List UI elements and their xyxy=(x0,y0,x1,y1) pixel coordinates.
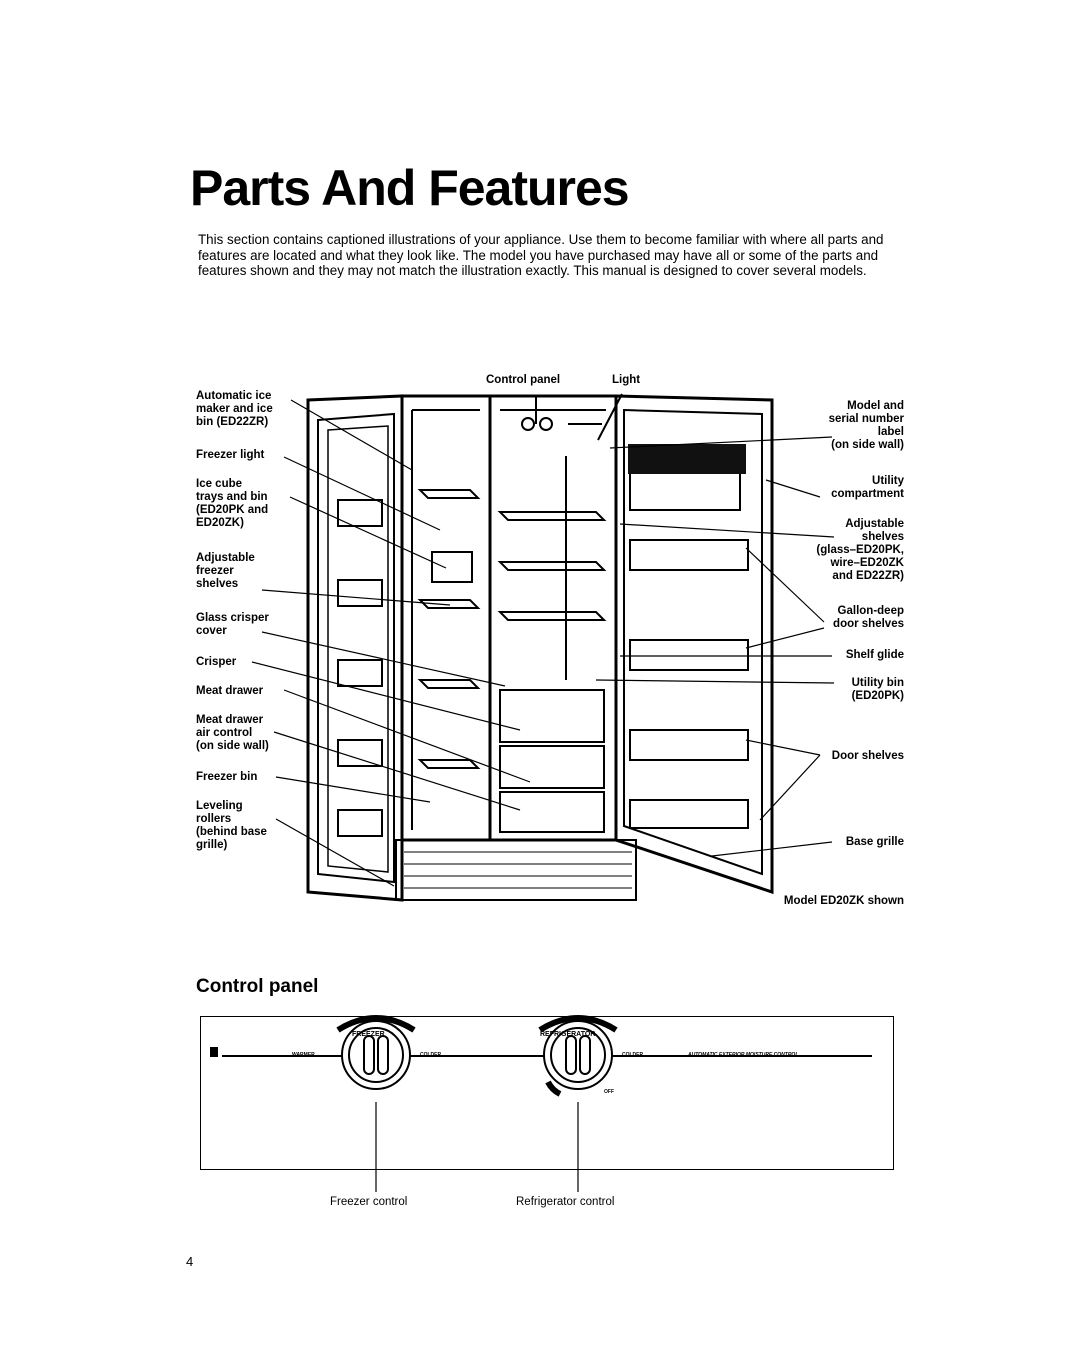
off-label: OFF xyxy=(604,1089,614,1095)
label-utility-bin: Utility bin (ED20PK) xyxy=(851,677,904,702)
colder-label: COLDER xyxy=(420,1052,442,1058)
control-panel-heading: Control panel xyxy=(196,976,319,997)
label-door-shelves: Door shelves xyxy=(831,750,904,762)
label-freezer-bin: Freezer bin xyxy=(196,771,258,783)
page-number: 4 xyxy=(186,1254,194,1269)
label-light: Light xyxy=(612,374,641,386)
freezer-dial-label: FREEZER xyxy=(352,1031,385,1038)
refrigerator-dial-label: REFRIGERATOR xyxy=(540,1031,596,1038)
label-crisper: Crisper xyxy=(196,656,237,668)
label-shelf-glide: Shelf glide xyxy=(845,649,904,661)
label-glass-crisper-cover: Glass crisper cover xyxy=(196,612,269,637)
label-meat-drawer-air-control: Meat drawer air control (on side wall) xyxy=(196,714,269,752)
label-ice-cube-trays: Ice cube trays and bin (ED20PK and ED20Z… xyxy=(196,478,269,529)
refrigerator-control-label: Refrigerator control xyxy=(516,1196,615,1208)
freezer-control-label: Freezer control xyxy=(330,1196,408,1208)
label-model-serial: Model and serial number label (on side w… xyxy=(828,400,904,451)
figure-caption: Model ED20ZK shown xyxy=(783,895,904,907)
label-gallon-deep-door-shelves: Gallon-deep door shelves xyxy=(833,605,904,630)
colder-right-label: COLDER xyxy=(622,1052,644,1058)
warmer-label: WARMER xyxy=(292,1052,315,1058)
label-adjustable-shelves: Adjustable shelves (glass–ED20PK, wire–E… xyxy=(816,518,904,582)
control-panel-box xyxy=(200,1016,894,1170)
label-freezer-light: Freezer light xyxy=(196,449,265,461)
label-leveling-rollers: Leveling rollers (behind base grille) xyxy=(196,800,267,851)
label-ice-maker: Automatic ice maker and ice bin (ED22ZR) xyxy=(196,390,273,428)
intro-paragraph: This section contains captioned illustra… xyxy=(198,232,884,279)
label-meat-drawer: Meat drawer xyxy=(196,685,264,697)
moisture-control-label: AUTOMATIC EXTERIOR MOISTURE CONTROL xyxy=(688,1052,799,1058)
page-title: Parts And Features xyxy=(190,160,630,216)
label-freezer-shelves: Adjustable freezer shelves xyxy=(196,552,255,590)
label-control-panel: Control panel xyxy=(486,374,561,386)
label-utility-compartment: Utility compartment xyxy=(831,475,904,500)
label-base-grille: Base grille xyxy=(845,836,904,848)
